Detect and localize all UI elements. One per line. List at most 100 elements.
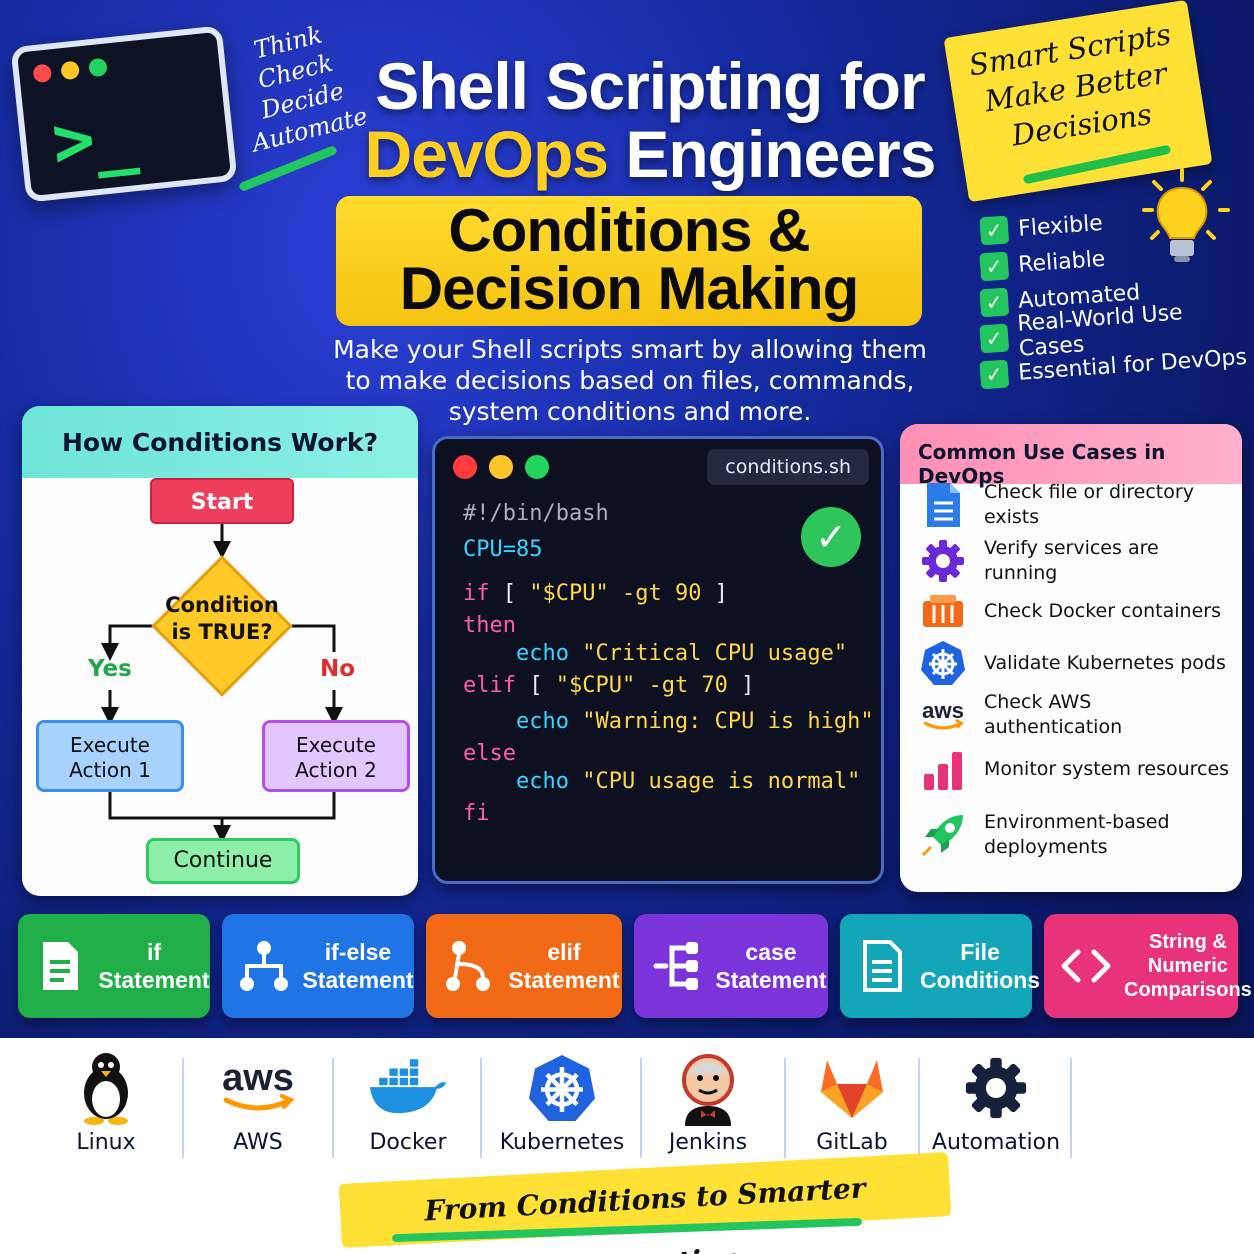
code-filename-tab[interactable]: conditions.sh	[707, 449, 869, 485]
linux-penguin-icon	[66, 1050, 146, 1126]
code-token: then	[463, 613, 516, 638]
flowchart-title: How Conditions Work?	[22, 406, 418, 478]
topic-banner: Conditions & Decision Making	[336, 196, 922, 326]
gitlab-fox-icon	[812, 1050, 892, 1126]
code-line: fi	[463, 801, 490, 826]
code-token: echo	[463, 769, 583, 794]
switch-icon	[650, 936, 702, 996]
use-cases-title: Common Use Cases in DevOps	[900, 424, 1242, 488]
docker-whale-icon	[368, 1050, 448, 1126]
code-token: echo	[463, 709, 583, 734]
code-token: "$CPU" -gt 70	[555, 673, 728, 698]
minimize-dot	[489, 455, 513, 479]
code-line: echo "Warning: CPU is high"	[463, 709, 874, 734]
divider	[918, 1058, 920, 1158]
lightbulb-icon	[1142, 168, 1230, 262]
code-line: else	[463, 741, 516, 766]
flowchart-continue: Continue	[146, 838, 300, 884]
use-case-item: Environment-based deployments	[918, 810, 1232, 860]
code-token: ]	[727, 673, 755, 698]
code-line: then	[463, 613, 516, 638]
code-token: else	[463, 741, 516, 766]
use-cases-panel: Common Use Cases in DevOps Check file or…	[900, 424, 1242, 892]
branch-icon	[238, 936, 290, 996]
kubernetes-icon	[522, 1050, 602, 1126]
code-line: CPU=85	[463, 537, 542, 562]
code-token: elif	[463, 673, 516, 698]
bar-chart-icon	[918, 744, 968, 794]
divider	[332, 1058, 334, 1158]
code-token: [	[489, 581, 530, 606]
aws-icon: aws	[918, 690, 968, 740]
check-icon: ✓	[979, 359, 1010, 390]
code-line: echo "Critical CPU usage"	[463, 641, 847, 666]
code-line: #!/bin/bash	[463, 501, 609, 526]
code-token: fi	[463, 801, 490, 826]
document-icon	[856, 936, 908, 996]
benefits-list: ✓Flexible ✓Reliable ✓Automated ✓Real-Wor…	[979, 204, 1250, 390]
svg-text:aws: aws	[222, 1058, 294, 1099]
flowchart-yes-label: Yes	[88, 656, 132, 682]
close-dot	[453, 455, 477, 479]
code-token: "Warning: CPU is high"	[582, 709, 874, 734]
maximize-dot	[525, 455, 549, 479]
terminal-icon: >_	[10, 25, 238, 203]
check-icon: ✓	[979, 251, 1010, 282]
flowchart-no-label: No	[320, 656, 356, 682]
code-line: elif [ "$CPU" -gt 70 ]	[463, 673, 754, 698]
use-case-item: Validate Kubernetes pods	[918, 638, 1232, 688]
code-token: [	[515, 673, 556, 698]
check-icon: ✓	[979, 323, 1010, 354]
code-token: ]	[701, 581, 728, 606]
code-token: if	[463, 581, 490, 606]
page-title: Shell Scripting for DevOps Engineers	[364, 49, 937, 191]
use-case-item: Verify services are running	[918, 536, 1232, 586]
divider	[1070, 1058, 1072, 1158]
think-underline	[238, 144, 338, 193]
gear-icon	[918, 536, 968, 586]
code-brackets-icon	[1060, 936, 1112, 996]
code-titlebar: conditions.sh	[435, 439, 881, 495]
use-case-item: Check file or directory exists	[918, 480, 1232, 530]
code-token: "CPU usage is normal"	[582, 769, 861, 794]
check-icon: ✓	[979, 215, 1010, 246]
jenkins-butler-icon	[668, 1050, 748, 1126]
fork-icon	[442, 936, 494, 996]
rocket-icon	[918, 810, 968, 860]
divider	[480, 1058, 482, 1158]
svg-text:aws: aws	[922, 698, 964, 723]
aws-icon: aws	[218, 1050, 298, 1126]
code-line: if [ "$CPU" -gt 90 ]	[463, 581, 728, 606]
use-case-item: Monitor system resources	[918, 744, 1232, 794]
check-icon: ✓	[979, 287, 1010, 318]
kubernetes-icon	[918, 638, 968, 688]
code-token: #!/bin/bash	[463, 501, 609, 526]
page-subtitle: Make your Shell scripts smart by allowin…	[333, 335, 927, 426]
gear-icon	[956, 1050, 1036, 1126]
use-case-item: Check Docker containers	[918, 586, 1232, 636]
code-token: "Critical CPU usage"	[582, 641, 848, 666]
code-line: echo "CPU usage is normal"	[463, 769, 860, 794]
divider	[784, 1058, 786, 1158]
file-icon	[918, 480, 968, 530]
code-token: "$CPU" -gt 90	[529, 581, 702, 606]
success-check-icon: ✓	[801, 507, 861, 567]
code-token: echo	[463, 641, 583, 666]
code-token: CPU=85	[463, 537, 543, 562]
use-case-item: aws Check AWS authentication	[918, 690, 1232, 740]
divider	[182, 1058, 184, 1158]
document-icon	[34, 936, 86, 996]
divider	[640, 1058, 642, 1158]
container-icon	[918, 586, 968, 636]
